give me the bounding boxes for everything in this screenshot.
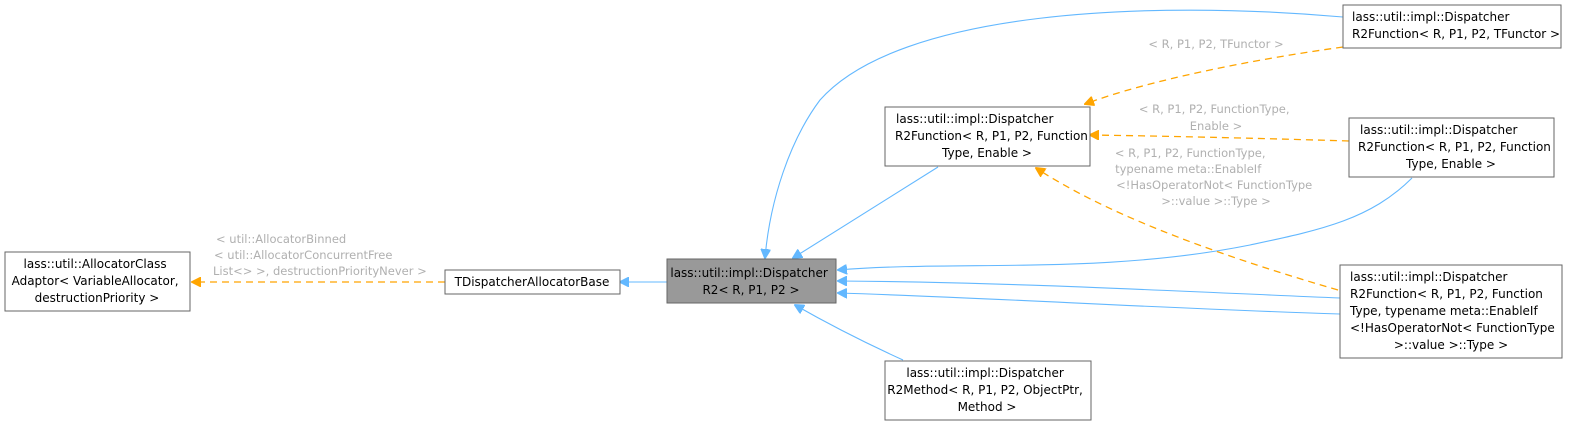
node-r2function-enableif[interactable]: lass::util::impl::Dispatcher R2Function<… <box>1339 264 1563 359</box>
edge-enable-to-dispatcher <box>838 177 1413 270</box>
node-text-line: TDispatcherAllocatorBase <box>454 275 610 289</box>
node-text-line: Type, Enable > <box>941 146 1032 160</box>
node-r2method[interactable]: lass::util::impl::Dispatcher R2Method< R… <box>884 360 1092 421</box>
node-text-line: <!HasOperatorNot< FunctionType <box>1350 321 1555 335</box>
node-text-line: >::value >::Type > <box>1394 338 1508 352</box>
svg-text:lass::util::impl::Dispatcher: lass::util::impl::Dispatcher R2Function<… <box>1349 270 1555 335</box>
node-text-line: R2Function< R, P1, P2, Function <box>895 129 1088 143</box>
label-tfunctor-binding: < R, P1, P2, TFunctor > <box>1148 37 1283 51</box>
edge-labels: < util::AllocatorBinned < util::Allocato… <box>213 37 1316 278</box>
node-allocator-class-adaptor[interactable]: lass::util::AllocatorClass Adaptor< Vari… <box>4 251 191 312</box>
node-text-line: lass::util::impl::Dispatcher <box>1350 270 1507 284</box>
node-text-line: R2Function< R, P1, P2, Function <box>1358 140 1551 154</box>
node-text-line: lass::util::impl::Dispatcher <box>1352 10 1509 24</box>
node-text-line: Method > <box>958 400 1017 414</box>
svg-text:lass::util::impl::Dispatcher: lass::util::impl::Dispatcher R2Function<… <box>1352 10 1560 41</box>
label-enable-binding: < R, P1, P2, FunctionType, Enable > <box>1139 102 1293 133</box>
node-text-line: lass::util::impl::Dispatcher <box>1360 123 1517 137</box>
edge-enableif-to-generic <box>1036 168 1339 291</box>
node-text-line: R2Function< R, P1, P2, TFunctor > <box>1352 27 1560 41</box>
edge-enableif-to-dispatcher-a <box>838 281 1341 299</box>
label-enableif-binding: < R, P1, P2, FunctionType, typename meta… <box>1115 146 1316 208</box>
node-text-line: lass::util::impl::Dispatcher <box>906 366 1063 380</box>
edge-enableif-to-dispatcher-b <box>838 293 1341 315</box>
node-r2function-generic[interactable]: lass::util::impl::Dispatcher R2Function<… <box>884 106 1091 167</box>
node-r2function-tfunctor[interactable]: lass::util::impl::Dispatcher R2Function<… <box>1342 4 1562 49</box>
svg-text:lass::util::impl::Dispatcher: lass::util::impl::Dispatcher R2Function<… <box>895 112 1088 143</box>
node-text-line: R2Function< R, P1, P2, Function <box>1350 287 1543 301</box>
edge-method-to-dispatcher <box>795 305 904 361</box>
edges <box>192 9 1413 361</box>
svg-text:>::value >::Type >: >::value >::Type > <box>1394 338 1508 352</box>
label-allocator-binding: < util::AllocatorBinned < util::Allocato… <box>213 232 427 278</box>
svg-text:lass::util::AllocatorClass: lass::util::AllocatorClass Adaptor< Vari… <box>12 257 183 305</box>
node-text-line: R2Method< R, P1, P2, ObjectPtr, <box>887 383 1083 397</box>
node-tdispatcher-allocator-base[interactable]: TDispatcherAllocatorBase <box>444 269 621 295</box>
node-text-line: Adaptor< VariableAllocator, <box>12 274 179 288</box>
node-text-line: Type, typename meta::EnableIf <box>1349 304 1538 318</box>
svg-text:lass::util::impl::Dispatcher: lass::util::impl::Dispatcher R2Method< R… <box>887 366 1086 414</box>
node-text-line: lass::util::impl::Dispatcher <box>896 112 1053 126</box>
node-r2function-enable[interactable]: lass::util::impl::Dispatcher R2Function<… <box>1348 117 1555 178</box>
node-dispatcher-r2[interactable]: lass::util::impl::Dispatcher R2< R, P1, … <box>666 258 837 304</box>
node-text-line: destructionPriority > <box>35 291 160 305</box>
svg-text:Type, Enable >: Type, Enable > <box>1405 157 1496 171</box>
edge-generic-to-dispatcher <box>793 166 939 258</box>
edge-tfunctor-to-dispatcher <box>765 9 1344 258</box>
edge-tfunctor-to-generic <box>1085 46 1344 104</box>
svg-text:TDispatcherAllocatorBase: TDispatcherAllocatorBase <box>454 275 610 289</box>
node-text-line: lass::util::impl::Dispatcher <box>670 266 827 280</box>
svg-text:lass::util::impl::Dispatcher: lass::util::impl::Dispatcher R2< R, P1, … <box>670 266 831 297</box>
svg-text:lass::util::impl::Dispatcher: lass::util::impl::Dispatcher R2Function<… <box>1358 123 1551 154</box>
node-text-line: Type, Enable > <box>1405 157 1496 171</box>
node-text-line: lass::util::AllocatorClass <box>24 257 167 271</box>
edge-enable-to-generic <box>1090 135 1350 142</box>
svg-text:Type, Enable >: Type, Enable > <box>941 146 1032 160</box>
node-text-line: R2< R, P1, P2 > <box>702 283 799 297</box>
